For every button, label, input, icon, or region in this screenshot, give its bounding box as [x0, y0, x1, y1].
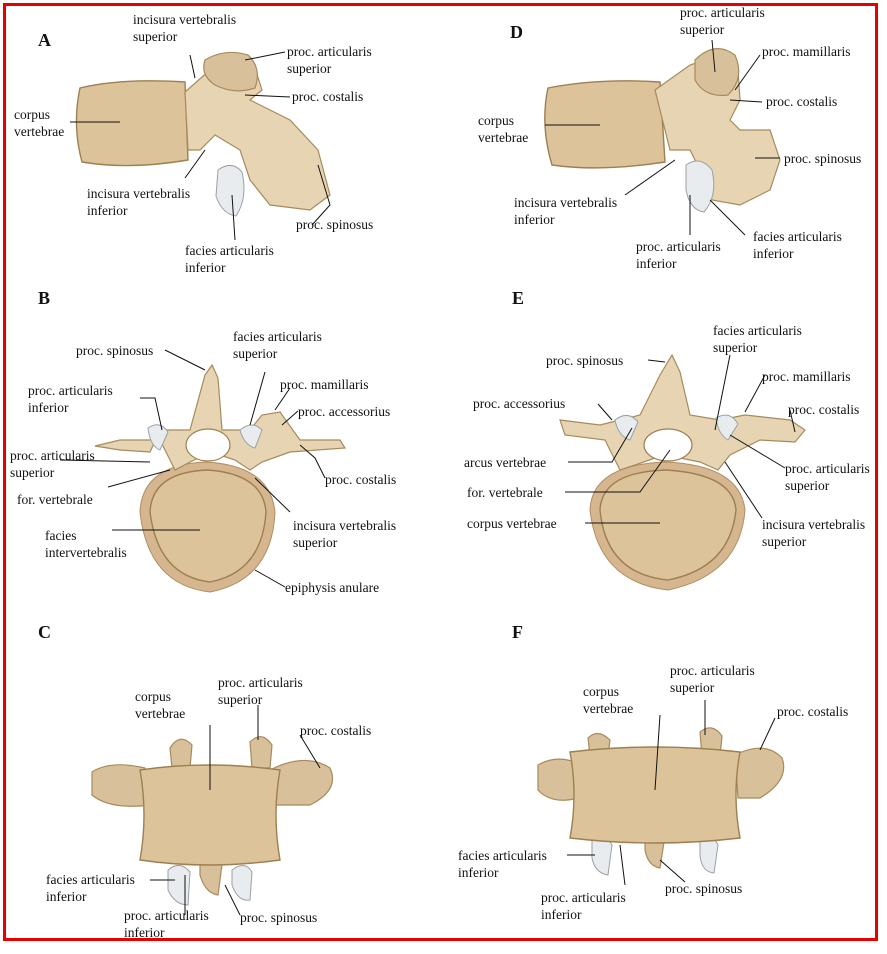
- label-e-proc-mamillaris: proc. mamillaris: [762, 368, 850, 385]
- label-b-facies-intervert: facies intervertebralis: [45, 527, 127, 561]
- panel-letter-b: B: [38, 288, 50, 309]
- label-f-proc-art-inf: proc. articularis inferior: [541, 889, 626, 923]
- panel-b-vertebra: [95, 365, 345, 592]
- label-a-facies-art-inf: facies articularis inferior: [185, 242, 274, 276]
- label-f-corpus: corpus vertebrae: [583, 683, 633, 717]
- label-d-proc-spinosus: proc. spinosus: [784, 150, 861, 167]
- label-b-proc-accessorius: proc. accessorius: [298, 403, 390, 420]
- label-d-facies-art-inf: facies articularis inferior: [753, 228, 842, 262]
- panel-letter-a: A: [38, 30, 51, 51]
- label-a-proc-art-sup: proc. articularis superior: [287, 43, 372, 77]
- panel-letter-f: F: [512, 622, 523, 643]
- label-b-for-vertebrale: for. vertebrale: [17, 491, 93, 508]
- panel-letter-c: C: [38, 622, 51, 643]
- label-c-proc-costalis: proc. costalis: [300, 722, 371, 739]
- label-a-incisura-sup: incisura vertebralis superior: [133, 11, 236, 45]
- label-e-corpus: corpus vertebrae: [467, 515, 557, 532]
- label-b-proc-mamillaris: proc. mamillaris: [280, 376, 368, 393]
- label-c-proc-art-sup: proc. articularis superior: [218, 674, 303, 708]
- label-d-incisura-inf: incisura vertebralis inferior: [514, 194, 617, 228]
- label-b-proc-spinosus: proc. spinosus: [76, 342, 153, 359]
- label-e-facies-art-sup: facies articularis superior: [713, 322, 802, 356]
- panel-letter-e: E: [512, 288, 524, 309]
- label-b-incisura-sup: incisura vertebralis superior: [293, 517, 396, 551]
- label-d-proc-mamillaris: proc. mamillaris: [762, 43, 850, 60]
- label-c-proc-spinosus: proc. spinosus: [240, 909, 317, 926]
- label-d-proc-art-sup: proc. articularis superior: [680, 4, 765, 38]
- label-c-facies-art-inf: facies articularis inferior: [46, 871, 135, 905]
- label-b-proc-costalis: proc. costalis: [325, 471, 396, 488]
- label-d-corpus: corpus vertebrae: [478, 112, 528, 146]
- label-f-facies-art-inf: facies articularis inferior: [458, 847, 547, 881]
- label-e-proc-art-sup: proc. articularis superior: [785, 460, 870, 494]
- label-f-proc-spinosus: proc. spinosus: [665, 880, 742, 897]
- label-e-proc-accessorius: proc. accessorius: [473, 395, 565, 412]
- label-f-proc-costalis: proc. costalis: [777, 703, 848, 720]
- panel-f-vertebra: [538, 728, 784, 875]
- label-d-proc-art-inf: proc. articularis inferior: [636, 238, 721, 272]
- label-e-proc-spinosus: proc. spinosus: [546, 352, 623, 369]
- label-f-proc-art-sup: proc. articularis superior: [670, 662, 755, 696]
- panel-e-vertebra: [560, 355, 805, 590]
- label-e-proc-costalis: proc. costalis: [788, 401, 859, 418]
- label-c-proc-art-inf: proc. articularis inferior: [124, 907, 209, 941]
- label-a-proc-costalis: proc. costalis: [292, 88, 363, 105]
- label-b-proc-art-sup: proc. articularis superior: [10, 447, 95, 481]
- label-b-proc-art-inf: proc. articularis inferior: [28, 382, 113, 416]
- label-e-incisura-sup: incisura vertebralis superior: [762, 516, 865, 550]
- panel-letter-d: D: [510, 22, 523, 43]
- label-a-proc-spinosus: proc. spinosus: [296, 216, 373, 233]
- label-e-arcus: arcus vertebrae: [464, 454, 546, 471]
- label-a-incisura-inf: incisura vertebralis inferior: [87, 185, 190, 219]
- label-e-for-vertebrale: for. vertebrale: [467, 484, 543, 501]
- label-d-proc-costalis: proc. costalis: [766, 93, 837, 110]
- label-a-corpus: corpus vertebrae: [14, 106, 64, 140]
- label-b-facies-art-sup: facies articularis superior: [233, 328, 322, 362]
- panel-d-vertebra: [545, 49, 780, 212]
- label-b-epiphysis: epiphysis anulare: [285, 579, 379, 596]
- label-c-corpus: corpus vertebrae: [135, 688, 185, 722]
